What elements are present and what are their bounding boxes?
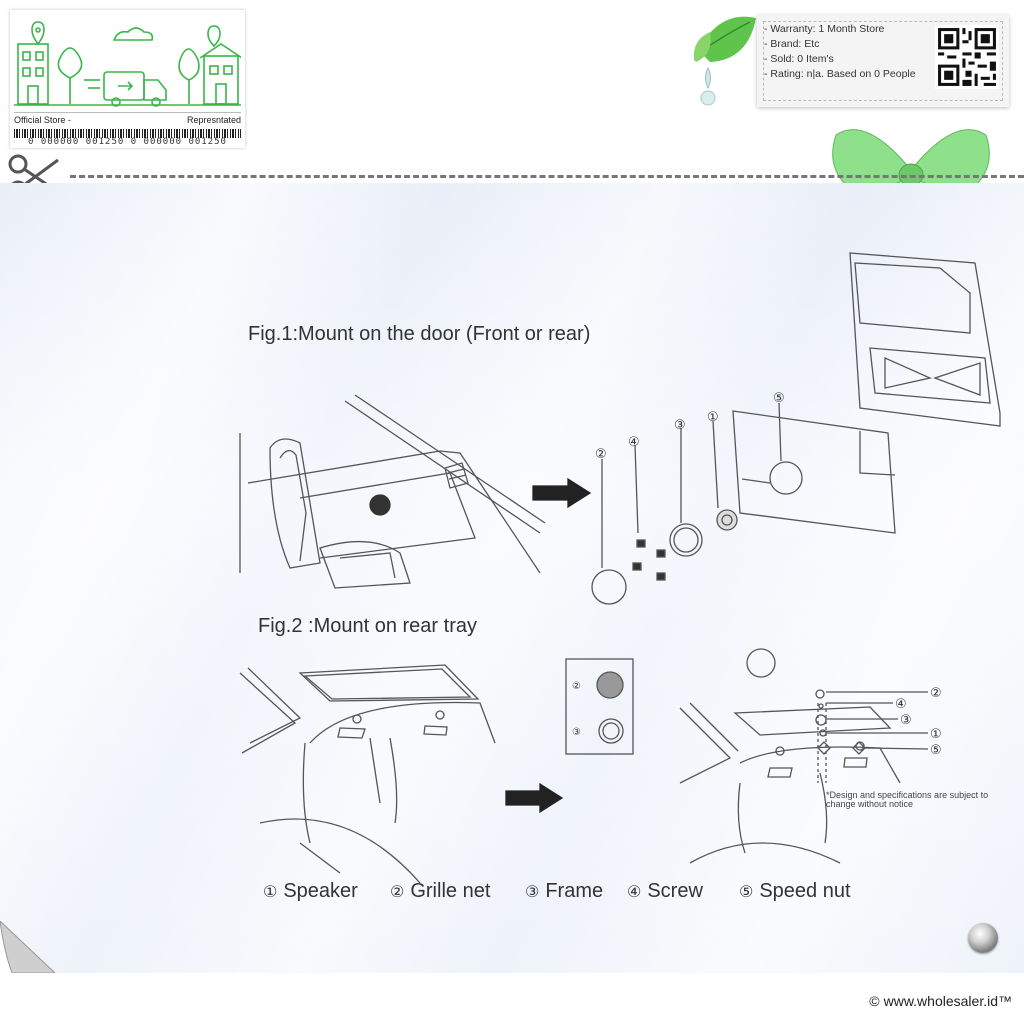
city-delivery-illustration (14, 21, 241, 107)
copyright-footer: ©www.wholesaler.id™ (869, 993, 1012, 1009)
barcode-number: 0 000000 001250 0 000000 001250 (14, 138, 241, 147)
copyright-symbol: © (869, 993, 880, 1009)
fig2-box-callout-3: ③ (572, 727, 581, 738)
instruction-panel: ② ④ ③ ① ⑤ ② ④ ③ ① ⑤ ② ③ Fig.1:Mount on t… (0, 183, 1024, 973)
mounting-diagram: ② ④ ③ ① ⑤ ② ④ ③ ① ⑤ ② ③ (239, 252, 1001, 884)
info-sold: - Sold: 0 Item's (764, 53, 834, 65)
fig1-callout-3: ③ (674, 418, 686, 433)
fig2-callout-4: ④ (895, 697, 907, 712)
cut-line (70, 175, 1024, 178)
fig1-exploded-parts (591, 402, 896, 605)
pin-icon (968, 923, 998, 953)
info-list: - Warranty: 1 Month Store - Brand: Etc -… (764, 22, 916, 82)
fig2-car-rear (239, 664, 496, 884)
info-rating: - Rating: n|a. Based on 0 People (764, 68, 916, 80)
fig2-callout-3: ③ (900, 713, 912, 728)
fig2-exploded (679, 648, 929, 864)
represented-label: Represntated (186, 115, 241, 125)
page-curl-icon (0, 921, 55, 973)
fig1-callout-5: ⑤ (773, 391, 785, 406)
fig2-inset-box (565, 658, 634, 755)
product-info-box: - Warranty: 1 Month Store - Brand: Etc -… (757, 15, 1009, 107)
fig1-callout-2: ② (595, 447, 607, 462)
store-card-labels: Official Store - Represntated (14, 112, 241, 127)
store-card: Official Store - Represntated 0 000000 0… (10, 10, 245, 148)
fig1-callout-1: ① (707, 410, 719, 425)
official-store-label: Official Store - (14, 115, 71, 125)
fig2-callout-2: ② (930, 686, 942, 701)
door-illustration (849, 252, 1001, 427)
specification-note: *Design and specifications are subject t… (826, 790, 989, 809)
leaf-icon (693, 16, 756, 106)
fig2-arrow (505, 782, 564, 814)
qr-code-icon (935, 25, 999, 89)
fig1-car-interior (239, 394, 546, 589)
fig2-callout-5: ⑤ (930, 743, 942, 758)
barcode: 0 000000 001250 0 000000 001250 (14, 129, 241, 147)
info-warranty: - Warranty: 1 Month Store (764, 23, 885, 35)
fig1-speaker-grille (369, 494, 391, 516)
info-brand: - Brand: Etc (764, 38, 820, 50)
fig1-callout-4: ④ (628, 435, 640, 450)
fig1-arrow (532, 477, 592, 509)
fig2-title: Fig.2 :Mount on rear tray (258, 615, 477, 637)
fig1-title: Fig.1:Mount on the door (Front or rear) (248, 323, 591, 345)
fig2-box-callout-2: ② (572, 681, 581, 692)
info-box-border (763, 21, 1003, 101)
fig2-callout-1: ① (930, 727, 942, 742)
footer-site: www.wholesaler.id™ (883, 993, 1012, 1009)
